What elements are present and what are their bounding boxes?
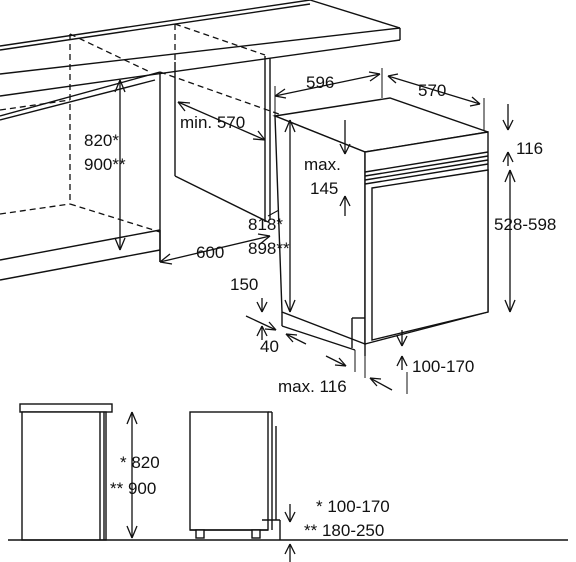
- label-570: 570: [418, 81, 446, 100]
- label-min-570: min. 570: [180, 113, 245, 132]
- label-898: 898**: [248, 239, 290, 258]
- label-side-900: ** 900: [110, 479, 156, 498]
- label-max: max.: [304, 155, 341, 174]
- label-596: 596: [306, 73, 334, 92]
- cabinet-left: [0, 71, 161, 281]
- label-818: 818*: [248, 215, 283, 234]
- label-528-598: 528-598: [494, 215, 556, 234]
- dimension-labels: 596 570 min. 570 820* 900** max. 145 116…: [84, 73, 556, 540]
- label-820: 820*: [84, 131, 119, 150]
- label-100-170: 100-170: [412, 357, 474, 376]
- dishwasher-body: [272, 97, 489, 356]
- side-view-dishwasher: [189, 411, 296, 562]
- label-max-116: max. 116: [278, 377, 347, 396]
- niche-back: [174, 56, 291, 223]
- worktop: [0, 0, 401, 97]
- label-side-820: * 820: [120, 453, 160, 472]
- cabinet-niche-dashed: [0, 23, 291, 233]
- label-116-top: 116: [516, 139, 543, 158]
- label-900: 900**: [84, 155, 126, 174]
- label-plinth-180-250: ** 180-250: [304, 521, 384, 540]
- label-150: 150: [230, 275, 258, 294]
- side-view-panel: [19, 403, 138, 541]
- label-plinth-100-170: * 100-170: [316, 497, 390, 516]
- label-145: 145: [310, 179, 338, 198]
- label-600: 600: [196, 243, 224, 262]
- label-40: 40: [260, 337, 279, 356]
- dimension-lines: [114, 68, 516, 394]
